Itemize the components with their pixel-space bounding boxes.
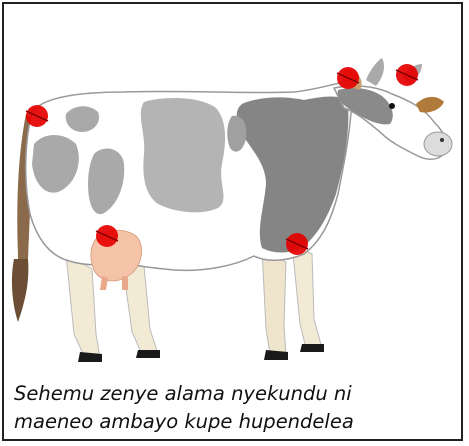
cow-eye <box>389 103 395 109</box>
figure-caption: Sehemu zenye alama nyekundu ni maeneo am… <box>14 380 454 436</box>
cow-nostril <box>440 138 444 142</box>
cow-hoof <box>300 344 324 352</box>
cow-ear <box>416 97 444 113</box>
caption-line-2: maeneo ambayo kupe hupendelea <box>14 408 454 436</box>
cow-hoof <box>136 350 160 358</box>
cow-muzzle <box>424 132 452 156</box>
cow-tail-tuft <box>12 259 28 322</box>
cow-illustration <box>4 4 463 374</box>
caption-line-1: Sehemu zenye alama nyekundu ni <box>14 380 454 408</box>
cow-spot <box>141 98 225 212</box>
cow-front-leg-right <box>292 244 322 348</box>
figure-frame: Sehemu zenye alama nyekundu ni maeneo am… <box>2 2 463 441</box>
cow-teat <box>122 276 128 290</box>
cow-front-leg-left <box>262 249 286 356</box>
cow-horn <box>366 58 384 86</box>
